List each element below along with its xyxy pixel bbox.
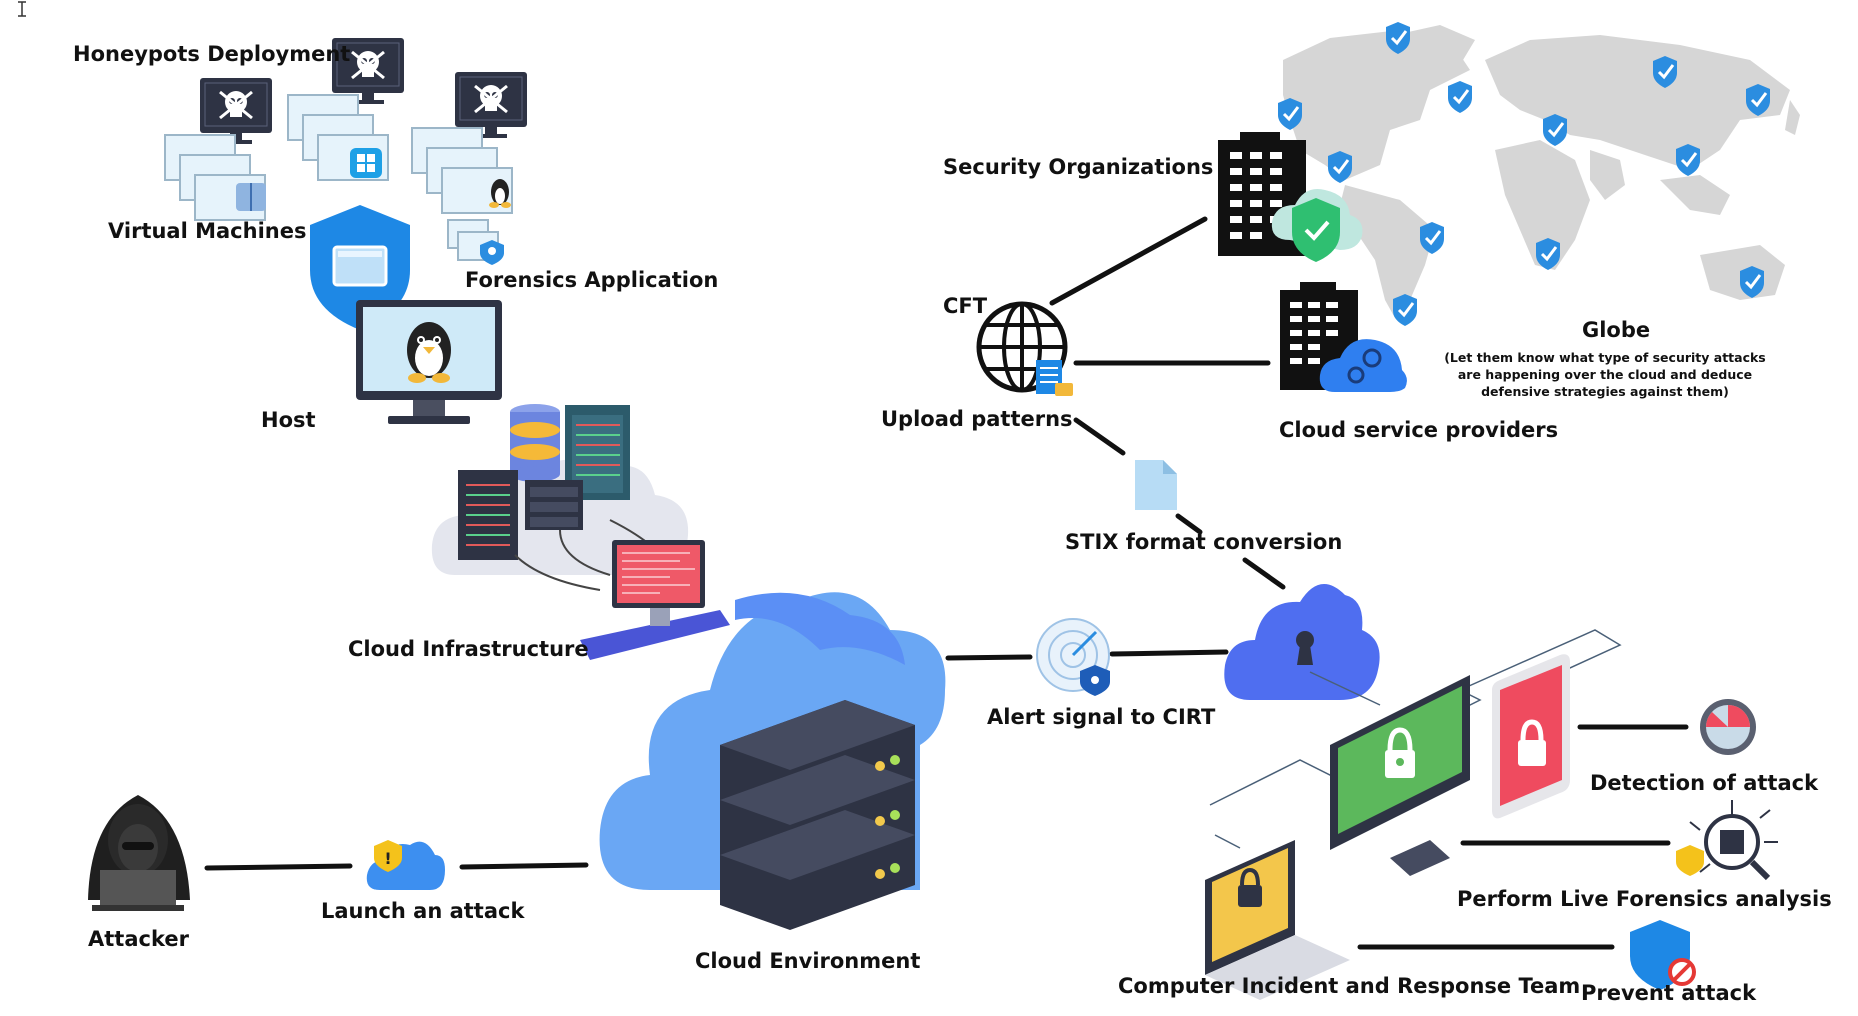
attacker-label: Attacker	[88, 927, 189, 951]
laptop-lock-icon	[1205, 840, 1350, 1000]
text-cursor-icon	[18, 1, 26, 17]
detection-of-attack-label: Detection of attack	[1590, 771, 1819, 795]
cft-label: CFT	[943, 294, 988, 318]
mac-finder-icon	[236, 183, 266, 211]
forensics-application-icon	[447, 219, 504, 265]
cloud-infrastructure-icon	[431, 404, 730, 660]
honeypots-deployment-label: Honeypots Deployment	[73, 42, 351, 66]
globe-note: (Let them know what type of security att…	[1444, 350, 1766, 399]
upload-file-icon	[1036, 360, 1073, 396]
attacker-icon	[88, 795, 190, 911]
linux-tux-small-icon	[489, 179, 511, 208]
honeypot-monitor-2-icon	[332, 38, 404, 104]
globe-label: Globe	[1582, 318, 1651, 342]
upload-patterns-label: Upload patterns	[881, 407, 1073, 431]
svg-text:!: !	[384, 849, 391, 868]
cloud-warning-icon: !	[366, 840, 445, 890]
prevent-attack-label: Prevent attack	[1581, 981, 1757, 1005]
launch-attack-label: Launch an attack	[321, 899, 525, 923]
prevent-shield-icon	[1630, 920, 1696, 990]
locked-cloud-icon	[1224, 584, 1380, 700]
security-organization-building-icon	[1218, 132, 1363, 262]
forensics-application-label: Forensics Application	[465, 268, 719, 292]
honeypot-monitor-3-icon	[455, 72, 527, 138]
cloud-environment-label: Cloud Environment	[695, 949, 921, 973]
live-forensics-label: Perform Live Forensics analysis	[1457, 887, 1832, 911]
cirt-label: Computer Incident and Response Team	[1118, 974, 1581, 998]
detection-radar-icon	[1700, 699, 1756, 755]
world-map	[1283, 25, 1800, 318]
host-monitor-icon	[356, 300, 502, 424]
virtual-machines-label: Virtual Machines	[108, 219, 307, 243]
alert-signal-label: Alert signal to CIRT	[987, 705, 1216, 729]
cloud-provider-building-icon	[1280, 282, 1407, 392]
phone-lock-icon	[1492, 654, 1570, 819]
monitor-lock-icon	[1330, 675, 1470, 876]
windows-icon	[350, 148, 382, 178]
stix-conversion-label: STIX format conversion	[1065, 530, 1343, 554]
cloud-infrastructure-label: Cloud Infrastructure	[348, 637, 589, 661]
host-label: Host	[261, 408, 316, 432]
security-organizations-label: Security Organizations	[943, 155, 1214, 179]
map-markers	[1278, 22, 1770, 326]
connector-lines	[204, 216, 1689, 950]
cloud-service-providers-label: Cloud service providers	[1279, 418, 1559, 442]
virtual-machine-screens-icon	[164, 94, 513, 221]
security-shield-icon	[310, 205, 410, 330]
forensics-chip-icon	[1676, 800, 1778, 881]
radar-alert-icon	[1036, 618, 1110, 696]
stix-document-icon	[1135, 460, 1177, 510]
cloud-environment-icon	[599, 592, 946, 930]
